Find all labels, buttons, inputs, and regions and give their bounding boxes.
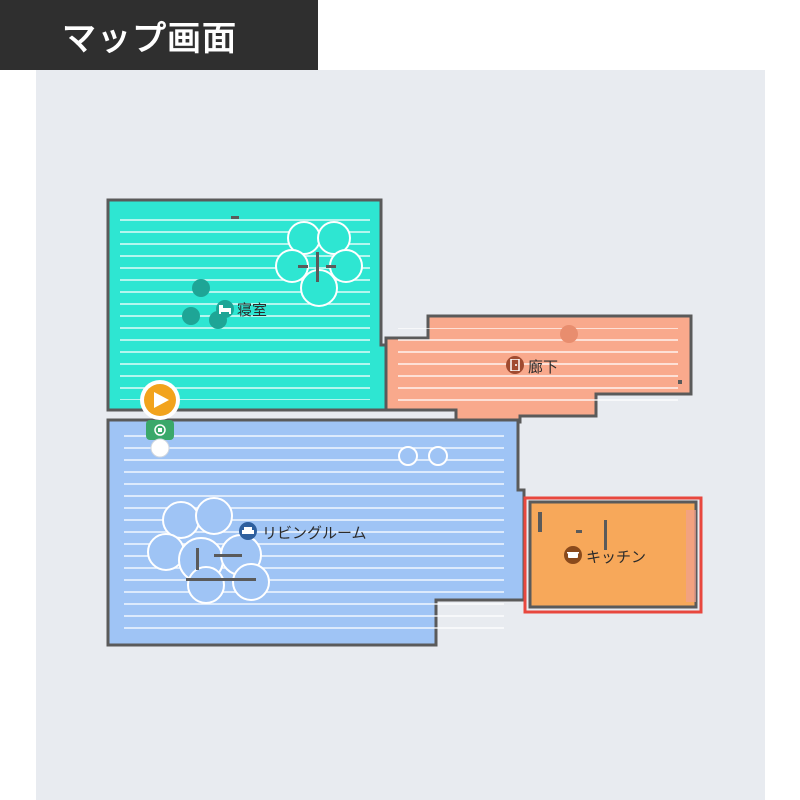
- map-panel[interactable]: 寝室 廊下 リビングルーム キッチン: [36, 70, 765, 800]
- room-label-hallway: 廊下: [528, 358, 559, 376]
- cooking-pot-icon: [564, 546, 582, 564]
- charging-dock-icon[interactable]: [146, 420, 174, 458]
- robot-vacuum-icon[interactable]: [140, 380, 180, 420]
- room-living[interactable]: [106, 418, 526, 647]
- room-label-bedroom: 寝室: [237, 301, 268, 319]
- room-label-living: リビングルーム: [262, 524, 367, 542]
- cleaning-marker-icon: [182, 279, 578, 343]
- kitchen-selection-outline: [523, 496, 703, 614]
- door-icon: [506, 356, 524, 374]
- room-label-kitchen: キッチン: [586, 548, 647, 566]
- bed-icon: [216, 300, 234, 318]
- page-title: マップ画面: [62, 18, 237, 59]
- room-kitchen[interactable]: [528, 500, 698, 609]
- title-banner: マップ画面: [0, 0, 318, 70]
- room-hallway[interactable]: [384, 314, 693, 424]
- floor-map[interactable]: [36, 70, 765, 800]
- sofa-icon: [239, 522, 257, 540]
- room-bedroom[interactable]: [106, 198, 388, 412]
